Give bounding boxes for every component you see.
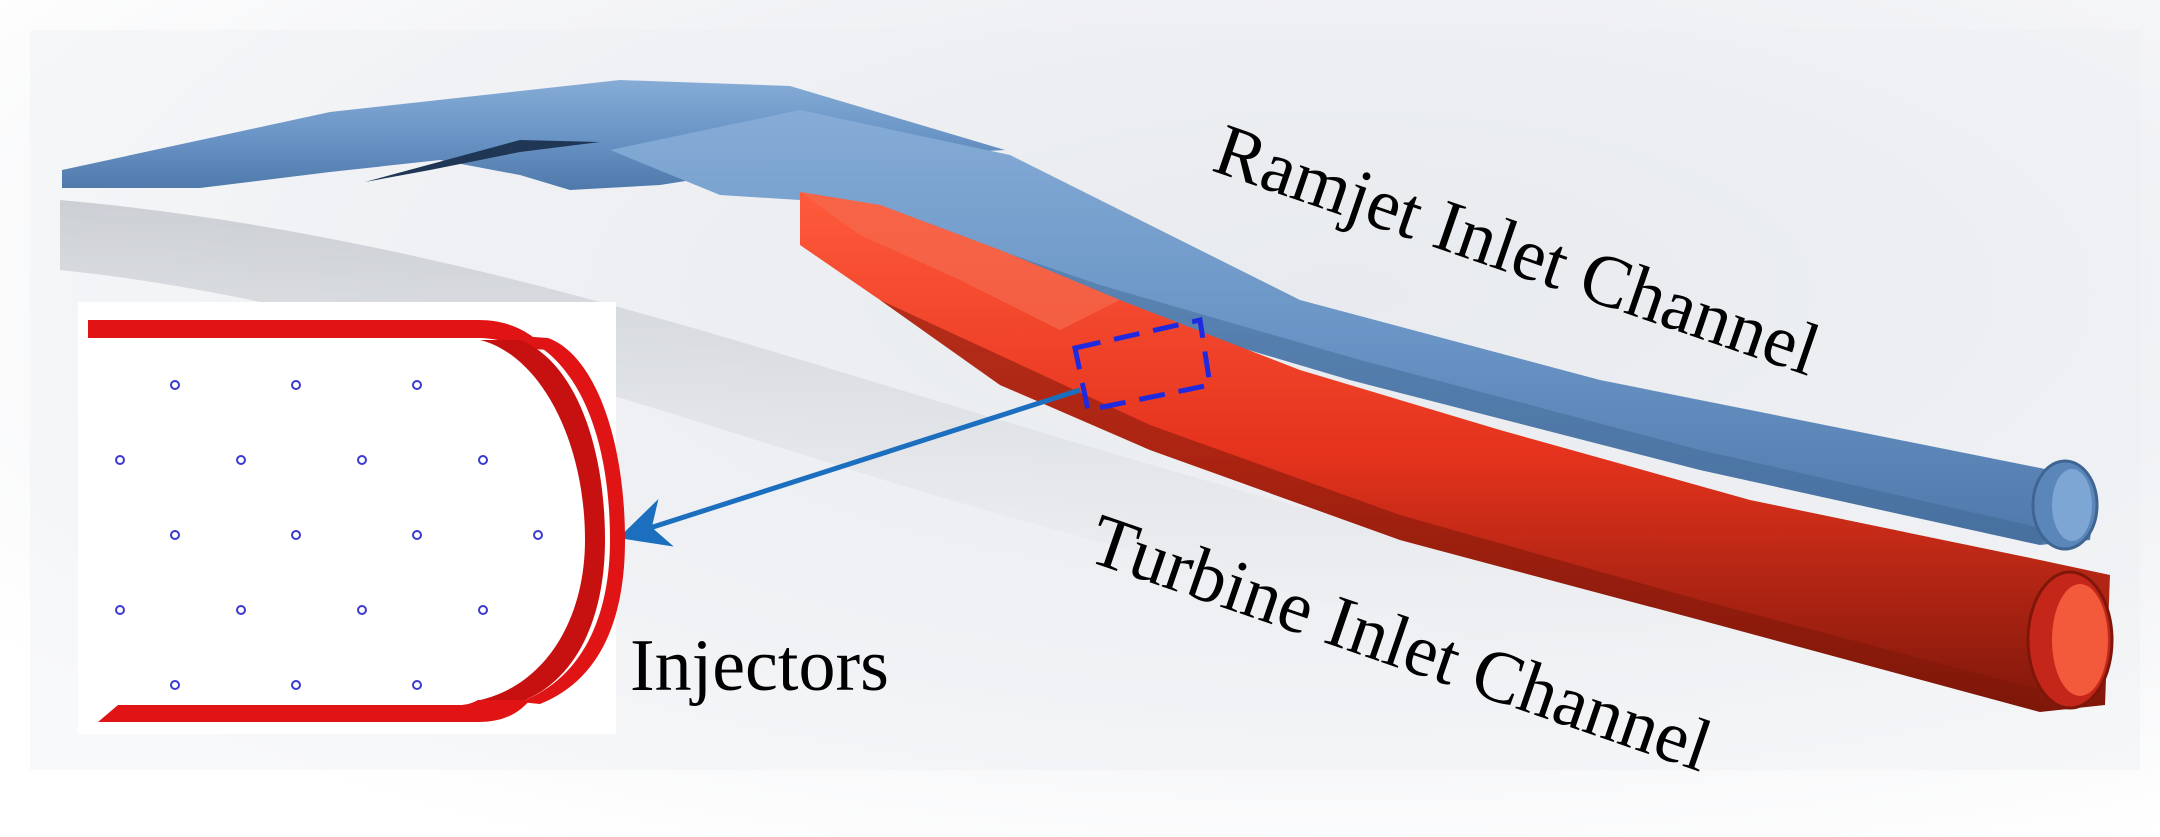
- turbine-body-lowlight: [880, 300, 2040, 712]
- turbine-body-highlight: [800, 192, 1120, 330]
- injector-hole: [357, 455, 367, 465]
- injector-hole: [412, 680, 422, 690]
- injector-hole: [291, 530, 301, 540]
- ramjet-outlet-inner: [2052, 469, 2092, 541]
- turbine-outlet-inner: [2052, 584, 2108, 696]
- injector-hole: [170, 380, 180, 390]
- callout-arrow: [618, 387, 1081, 547]
- injector-hole: [478, 455, 488, 465]
- injector-hole: [291, 380, 301, 390]
- injector-hole: [291, 680, 301, 690]
- ramjet-inlet-channel: [62, 80, 2099, 551]
- inset-end-wall-inner: [480, 340, 605, 702]
- injector-hole: [115, 455, 125, 465]
- inset-end-wall: [520, 336, 625, 704]
- injector-region-marker: [1072, 316, 1213, 413]
- inset-panel: [78, 302, 616, 734]
- ramjet-body: [610, 110, 2095, 545]
- injectors-inset: [78, 302, 625, 734]
- inset-top-wall: [88, 320, 548, 350]
- injector-hole: [412, 530, 422, 540]
- injectors-label: Injectors: [630, 625, 889, 707]
- injector-hole: [236, 605, 246, 615]
- turbine-inlet-channel: [800, 192, 2114, 712]
- injector-hole: [170, 530, 180, 540]
- injector-hole: [533, 530, 543, 540]
- ramjet-body-shade: [800, 200, 2050, 545]
- injector-dots: [115, 380, 543, 690]
- injector-hole: [412, 380, 422, 390]
- injector-hole: [357, 605, 367, 615]
- turbine-body: [800, 192, 2110, 712]
- injector-hole: [115, 605, 125, 615]
- injector-hole: [170, 680, 180, 690]
- injector-hole: [478, 605, 488, 615]
- injector-hole: [236, 455, 246, 465]
- inset-bottom-wall: [98, 700, 530, 722]
- ramjet-intake-slot: [365, 140, 600, 182]
